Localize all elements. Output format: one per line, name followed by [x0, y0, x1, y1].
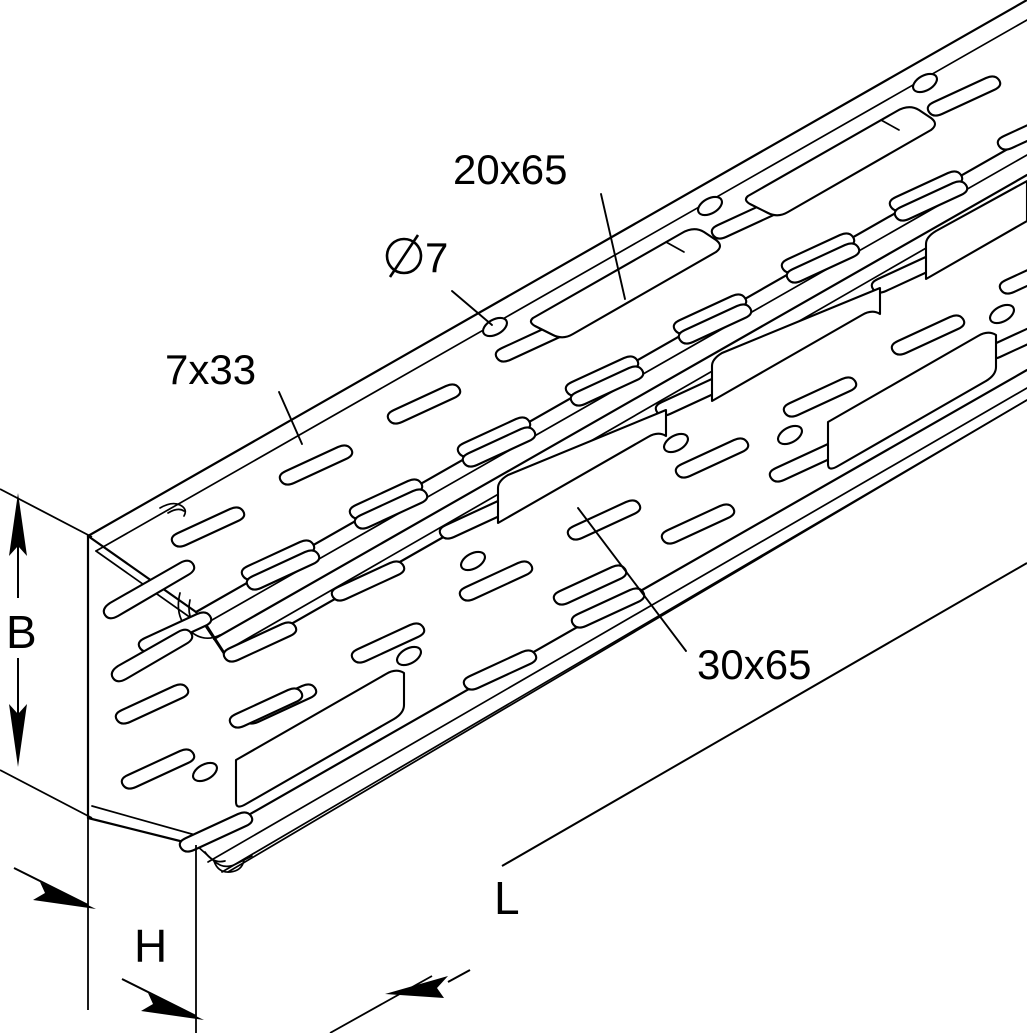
near-wall-bottom-cutouts — [234, 331, 998, 808]
near-wall-medium-cutouts — [496, 179, 1027, 525]
tray-base — [212, 173, 1027, 653]
callout-label-diameter-value: 7 — [425, 234, 448, 281]
callout-label-30x65: 30x65 — [697, 641, 811, 688]
dimension-label-L: L — [494, 872, 520, 924]
callout-7x33: 7x33 — [165, 346, 303, 445]
interior-visible-slots — [102, 559, 196, 683]
dimension-H: H — [13, 818, 204, 1033]
arrow-down-icon — [9, 704, 27, 767]
callout-30x65: 30x65 — [577, 507, 811, 688]
arrow-diagonal-icon — [141, 993, 204, 1020]
callout-diameter-7: 7 — [385, 234, 493, 326]
dimension-B: B — [0, 488, 93, 819]
callout-label-20x65: 20x65 — [453, 146, 567, 193]
near-wall-round-holes — [192, 303, 1015, 783]
arrow-up-icon — [9, 493, 27, 556]
callout-label-7x33: 7x33 — [165, 346, 256, 393]
far-wall-large-cutouts — [529, 106, 937, 339]
callout-20x65: 20x65 — [453, 146, 626, 300]
rolled-safety-edge — [195, 399, 1027, 873]
fold-detail-slots — [159, 502, 187, 517]
arrow-diagonal-icon — [33, 882, 96, 909]
dimension-label-H: H — [134, 920, 167, 972]
arrow-diagonal-icon — [385, 976, 448, 998]
diameter-symbol-icon — [385, 234, 423, 278]
dimension-L: L — [329, 562, 1027, 1033]
dimension-label-B: B — [6, 606, 37, 658]
